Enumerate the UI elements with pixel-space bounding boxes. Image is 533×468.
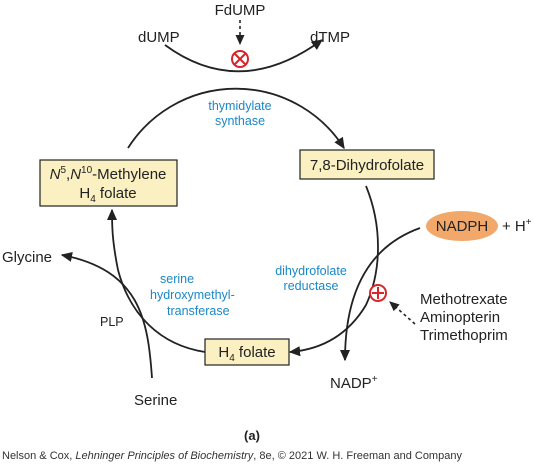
serine-to-glycine-arc [60, 251, 153, 379]
inhibitor-symbol-dhfr [369, 284, 387, 302]
plp-label: PLP [100, 315, 124, 329]
shmt-label-line1: serine [160, 272, 194, 286]
methylene-h4folate-box [39, 159, 178, 207]
methylene-line1: N5,N10-Methylene [50, 165, 167, 183]
nadph-to-nadp-arc [339, 227, 421, 362]
glycine-label: Glycine [2, 249, 52, 266]
credit-line: Nelson & Cox, Lehninger Principles of Bi… [2, 450, 462, 462]
dtmp-label: dTMP [310, 29, 350, 46]
plus-h-label: + H+ [502, 217, 532, 235]
cycle-arc-top [127, 87, 345, 150]
ts-label-line1: thymidylate [208, 99, 271, 113]
dhfr-label-line2: reductase [284, 279, 339, 293]
trimethoprim-label: Trimethoprim [420, 327, 508, 344]
aminopterin-label: Aminopterin [420, 309, 500, 326]
h4folate-label: H4 folate [218, 344, 275, 364]
cycle-arc-right [288, 185, 379, 357]
shmt-label-line3: transferase [167, 304, 230, 318]
dihydrofolate-box [299, 149, 435, 180]
h4folate-box [204, 338, 290, 366]
nadp-label: NADP+ [330, 374, 378, 392]
inhibitor-symbol-ts [231, 50, 249, 68]
nadph-oval [426, 211, 498, 241]
cycle-arc-left [106, 208, 206, 353]
ts-label-line2: synthase [215, 114, 265, 128]
fdump-label: FdUMP [215, 2, 266, 19]
methotrexate-label: Methotrexate [420, 291, 508, 308]
dump-to-dtmp-arc [164, 39, 324, 73]
methylene-line2: H4 folate [79, 185, 136, 205]
nadph-label: NADPH [436, 218, 489, 235]
serine-label: Serine [134, 392, 177, 409]
panel-label: (a) [244, 428, 260, 443]
dump-label: dUMP [138, 29, 180, 46]
antifolate-dashed-arrow [389, 301, 416, 325]
dhfr-label-line1: dihydrofolate [275, 264, 347, 278]
dihydrofolate-label: 7,8-Dihydrofolate [310, 157, 424, 174]
shmt-label-line2: hydroxymethyl- [150, 288, 235, 302]
